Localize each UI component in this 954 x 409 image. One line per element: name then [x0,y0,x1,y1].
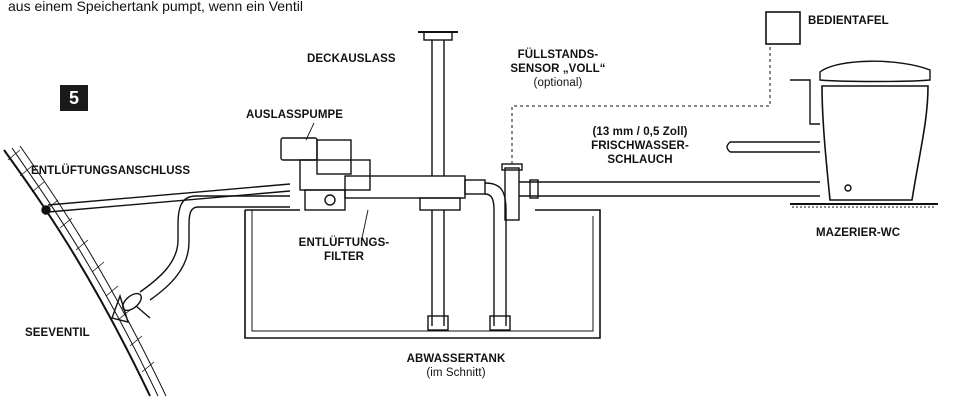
label-filter-line2: FILTER [324,251,364,263]
label-fuellstand-line3: (optional) [533,77,583,89]
sensor-wire [511,44,771,164]
label-deckauslass: DECKAUSLASS [307,53,396,65]
label-frischwasserschlauch: (13 mm / 0,5 Zoll) FRISCHWASSER- SCHLAUC… [560,125,720,167]
label-schlauch-line1: (13 mm / 0,5 Zoll) [592,126,688,138]
figure-number-badge: 5 [60,85,88,111]
seeventil-valve [111,292,151,323]
label-schlauch-line3: SCHLAUCH [607,154,673,166]
label-schlauch-line2: FRISCHWASSER- [591,140,689,152]
label-mazerier-wc: MAZERIER-WC [816,227,901,239]
label-fuellstandssensor: FÜLLSTANDS- SENSOR „VOLL“ (optional) [498,48,618,90]
label-fuellstand-line2: SENSOR „VOLL“ [510,63,606,75]
deckauslass-pipe [418,31,458,176]
hull-section [3,145,167,397]
abwassertank-outline [244,209,601,339]
label-abwassertank: ABWASSERTANK (im Schnitt) [386,352,526,380]
vent-line [41,183,291,215]
auslasspumpe-drawing [280,137,371,211]
label-seeventil: SEEVENTIL [25,327,90,339]
label-auslasspumpe: AUSLASSPUMPE [246,109,344,121]
mazerier-wc-drawing [790,60,938,208]
intro-text: aus einem Speichertank pumpt, wenn ein V… [8,0,303,14]
label-filter-line1: ENTLÜFTUNGS- [298,237,390,249]
label-entlueftungsanschluss: ENTLÜFTUNGSANSCHLUSS [31,165,191,177]
label-abwassertank-line2: (im Schnitt) [426,367,486,379]
drain-hose [139,195,290,293]
label-abwassertank-line1: ABWASSERTANK [406,353,506,365]
label-entlueftungsfilter: ENTLÜFTUNGS- FILTER [284,236,404,264]
label-fuellstand-line1: FÜLLSTANDS- [517,49,599,61]
main-line-to-wc [519,179,820,199]
bedientafel-box [765,11,801,45]
label-bedientafel: BEDIENTAFEL [808,15,889,27]
